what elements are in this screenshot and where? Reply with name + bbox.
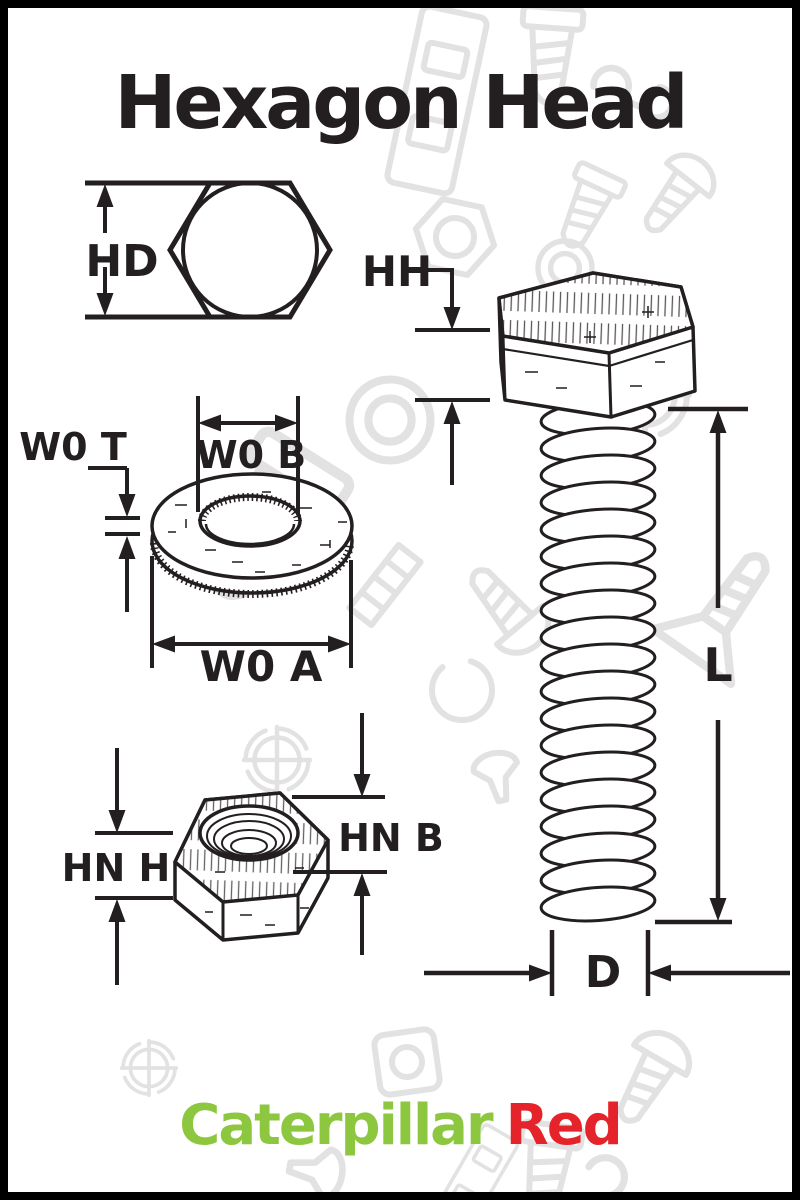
wob-dimension: W0 B xyxy=(196,396,307,515)
label-washer-bore: W0 B xyxy=(196,433,307,477)
wot-dimension: W0 T xyxy=(19,425,140,612)
bolt-threads xyxy=(539,399,657,923)
l-dimension: L xyxy=(655,406,748,925)
label-diameter: D xyxy=(585,947,622,998)
page-title: Hexagon Head xyxy=(114,60,688,146)
hh-dimension: HH xyxy=(362,247,490,485)
hex-head-top-view xyxy=(85,180,333,320)
label-head-height: HH xyxy=(362,247,432,296)
nut-texture xyxy=(205,867,309,926)
hnb-dimension: HN B xyxy=(292,713,444,955)
washer-face-texture xyxy=(168,491,347,573)
hd-dimension: HD xyxy=(85,184,159,316)
label-nut-breadth: HN B xyxy=(338,816,444,860)
washer-illustration xyxy=(150,472,354,598)
watermark-layer xyxy=(119,5,800,1192)
brand-name-red: Red xyxy=(505,1093,623,1158)
label-head-diameter: HD xyxy=(85,236,158,287)
hnh-dimension: HN H xyxy=(62,748,173,985)
nut-illustration xyxy=(173,791,330,942)
bolt-head-texture xyxy=(525,306,665,389)
woa-dimension: W0 A xyxy=(150,556,353,691)
bolt-illustration xyxy=(497,271,697,923)
label-nut-height: HN H xyxy=(62,846,171,890)
brand-name-green: Caterpillar xyxy=(179,1093,493,1158)
label-length: L xyxy=(703,638,732,692)
label-washer-outer: W0 A xyxy=(200,642,323,691)
label-washer-thickness: W0 T xyxy=(19,425,127,469)
d-dimension: D xyxy=(424,930,790,998)
